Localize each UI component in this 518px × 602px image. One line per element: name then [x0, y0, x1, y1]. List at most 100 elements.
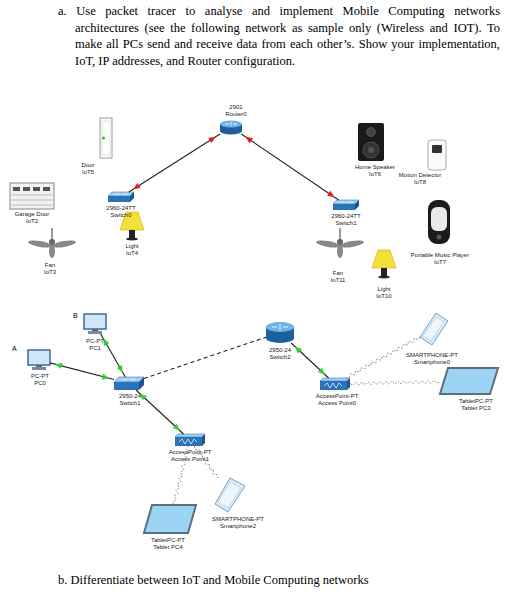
access-point-icon	[320, 378, 350, 390]
device-label: PC1	[86, 345, 104, 352]
device-label: Access Point1	[169, 456, 212, 463]
link-light-arrow	[102, 374, 110, 380]
cable-link	[144, 337, 266, 378]
device-node: SMARTPHONE-PTSmartphone2	[215, 478, 245, 512]
device-label: TabletPC-PT	[151, 537, 185, 544]
device-label: IoT7	[411, 259, 469, 266]
switch-icon	[333, 200, 359, 210]
device-label: IoT3	[44, 269, 56, 276]
device-label: Tablet PC3	[459, 405, 493, 412]
device-label: Fan	[44, 262, 56, 269]
device-node: 2960-24TTSwitch1	[333, 200, 359, 210]
link-light-arrow	[173, 424, 180, 431]
pc-icon	[28, 350, 50, 370]
link-light-arrow	[117, 365, 123, 373]
device-label-group: LightIoT4	[125, 243, 138, 257]
device-label: 2901	[225, 104, 246, 111]
device-label: Router0	[225, 111, 246, 118]
device-label: Motion Detector	[399, 172, 441, 179]
device-label: Access Point0	[316, 400, 359, 407]
device-label-group: SMARTPHONE-PTSmartphone0	[406, 352, 458, 366]
device-label: SMARTPHONE-PT	[406, 352, 458, 359]
link-line	[144, 337, 266, 378]
device-label: IoT5	[81, 169, 94, 176]
device-node: TabletPC-PTTablet PC3	[440, 368, 498, 394]
cable-link	[136, 390, 184, 434]
tablet-icon	[440, 368, 498, 394]
link-line	[136, 390, 184, 434]
device-node: Garage DoorIoT2	[10, 183, 54, 209]
link-light-arrow	[327, 191, 334, 197]
cable-link	[101, 334, 126, 377]
link-light-arrow	[295, 346, 302, 353]
device-label: Garage Door	[15, 211, 50, 218]
tablet-icon	[144, 505, 196, 533]
device-label: Switch0	[106, 212, 135, 219]
link-line	[241, 134, 338, 200]
link-line	[129, 134, 220, 192]
device-label-group: Motion DetectorIoT8	[399, 172, 441, 186]
device-node: LightIoT10	[372, 250, 396, 278]
device-label: PC0	[31, 380, 49, 387]
smartphone-icon	[215, 478, 245, 512]
device-label: 2960-24TT	[106, 205, 135, 212]
link-line	[291, 343, 328, 378]
device-label: PC-PT	[86, 338, 104, 345]
link-light-arrow	[55, 363, 63, 369]
device-node: LightIoT4	[120, 212, 144, 240]
device-label-group: 2950-24Switch2	[269, 347, 291, 361]
device-label: 2960-24TT	[331, 213, 360, 220]
cable-link	[241, 134, 338, 200]
device-label-group: 2960-24TTSwitch1	[331, 213, 360, 227]
link-light-arrow	[318, 368, 325, 375]
device-node: TabletPC-PTTablet PC4	[144, 505, 196, 533]
device-label-group: AccessPoint-PTAccess Point0	[316, 393, 359, 407]
smartphone-icon	[420, 313, 448, 345]
device-node: Motion DetectorIoT8	[428, 140, 446, 170]
device-label: Portable Music Player	[411, 252, 469, 259]
switch-icon	[266, 322, 294, 343]
cable-link	[291, 343, 328, 378]
device-label: IoT11	[331, 277, 346, 284]
device-label-group: FanIoT11	[331, 270, 346, 284]
device-label: Switch1	[119, 400, 141, 407]
device-label: Fan	[331, 270, 346, 277]
device-label: PC-PT	[31, 373, 49, 380]
device-label: Smartphone2	[212, 523, 264, 530]
device-node: 2960-24TTSwitch0	[108, 192, 134, 202]
device-node: 2901Router0	[220, 120, 242, 134]
device-label-group: TabletPC-PTTablet PC4	[151, 537, 185, 551]
device-node: AccessPoint-PTAccess Point0	[320, 378, 350, 390]
link-light-arrow	[133, 183, 141, 189]
router-icon	[220, 121, 242, 135]
lamp-icon	[372, 250, 396, 279]
wireless-link	[350, 380, 440, 385]
device-node: Home SpeakerIoT6	[358, 123, 384, 161]
device-label-group: 2950-24Switch1	[119, 393, 141, 407]
device-label: AccessPoint-PT	[169, 449, 212, 456]
device-node: PC-PTPC0	[28, 350, 50, 370]
link-light-arrow	[103, 338, 109, 346]
link-line	[350, 380, 440, 385]
device-node: FanIoT11	[316, 228, 364, 258]
device-label: IoT8	[399, 179, 441, 186]
link-light-arrow	[245, 137, 252, 143]
device-label: TabletPC-PT	[459, 398, 493, 405]
device-node: SMARTPHONE-PTSmartphone0	[420, 313, 448, 345]
device-label: IoT6	[355, 171, 395, 178]
device-node: FanIoT3	[28, 228, 76, 258]
device-label-group: PC-PTPC1	[86, 338, 104, 352]
question-text: b. Differentiate between IoT and Mobile …	[58, 572, 500, 589]
link-line	[50, 363, 114, 380]
device-label-group: AccessPoint-PTAccess Point1	[169, 449, 212, 463]
device-label-group: TabletPC-PTTablet PC3	[459, 398, 493, 412]
device-node: DoorIoT5	[100, 118, 112, 158]
group-letter: B	[73, 312, 78, 320]
device-label: Light	[376, 286, 391, 293]
link-light-arrow	[208, 137, 216, 143]
fan-icon	[28, 228, 77, 258]
group-letter: A	[12, 345, 17, 353]
